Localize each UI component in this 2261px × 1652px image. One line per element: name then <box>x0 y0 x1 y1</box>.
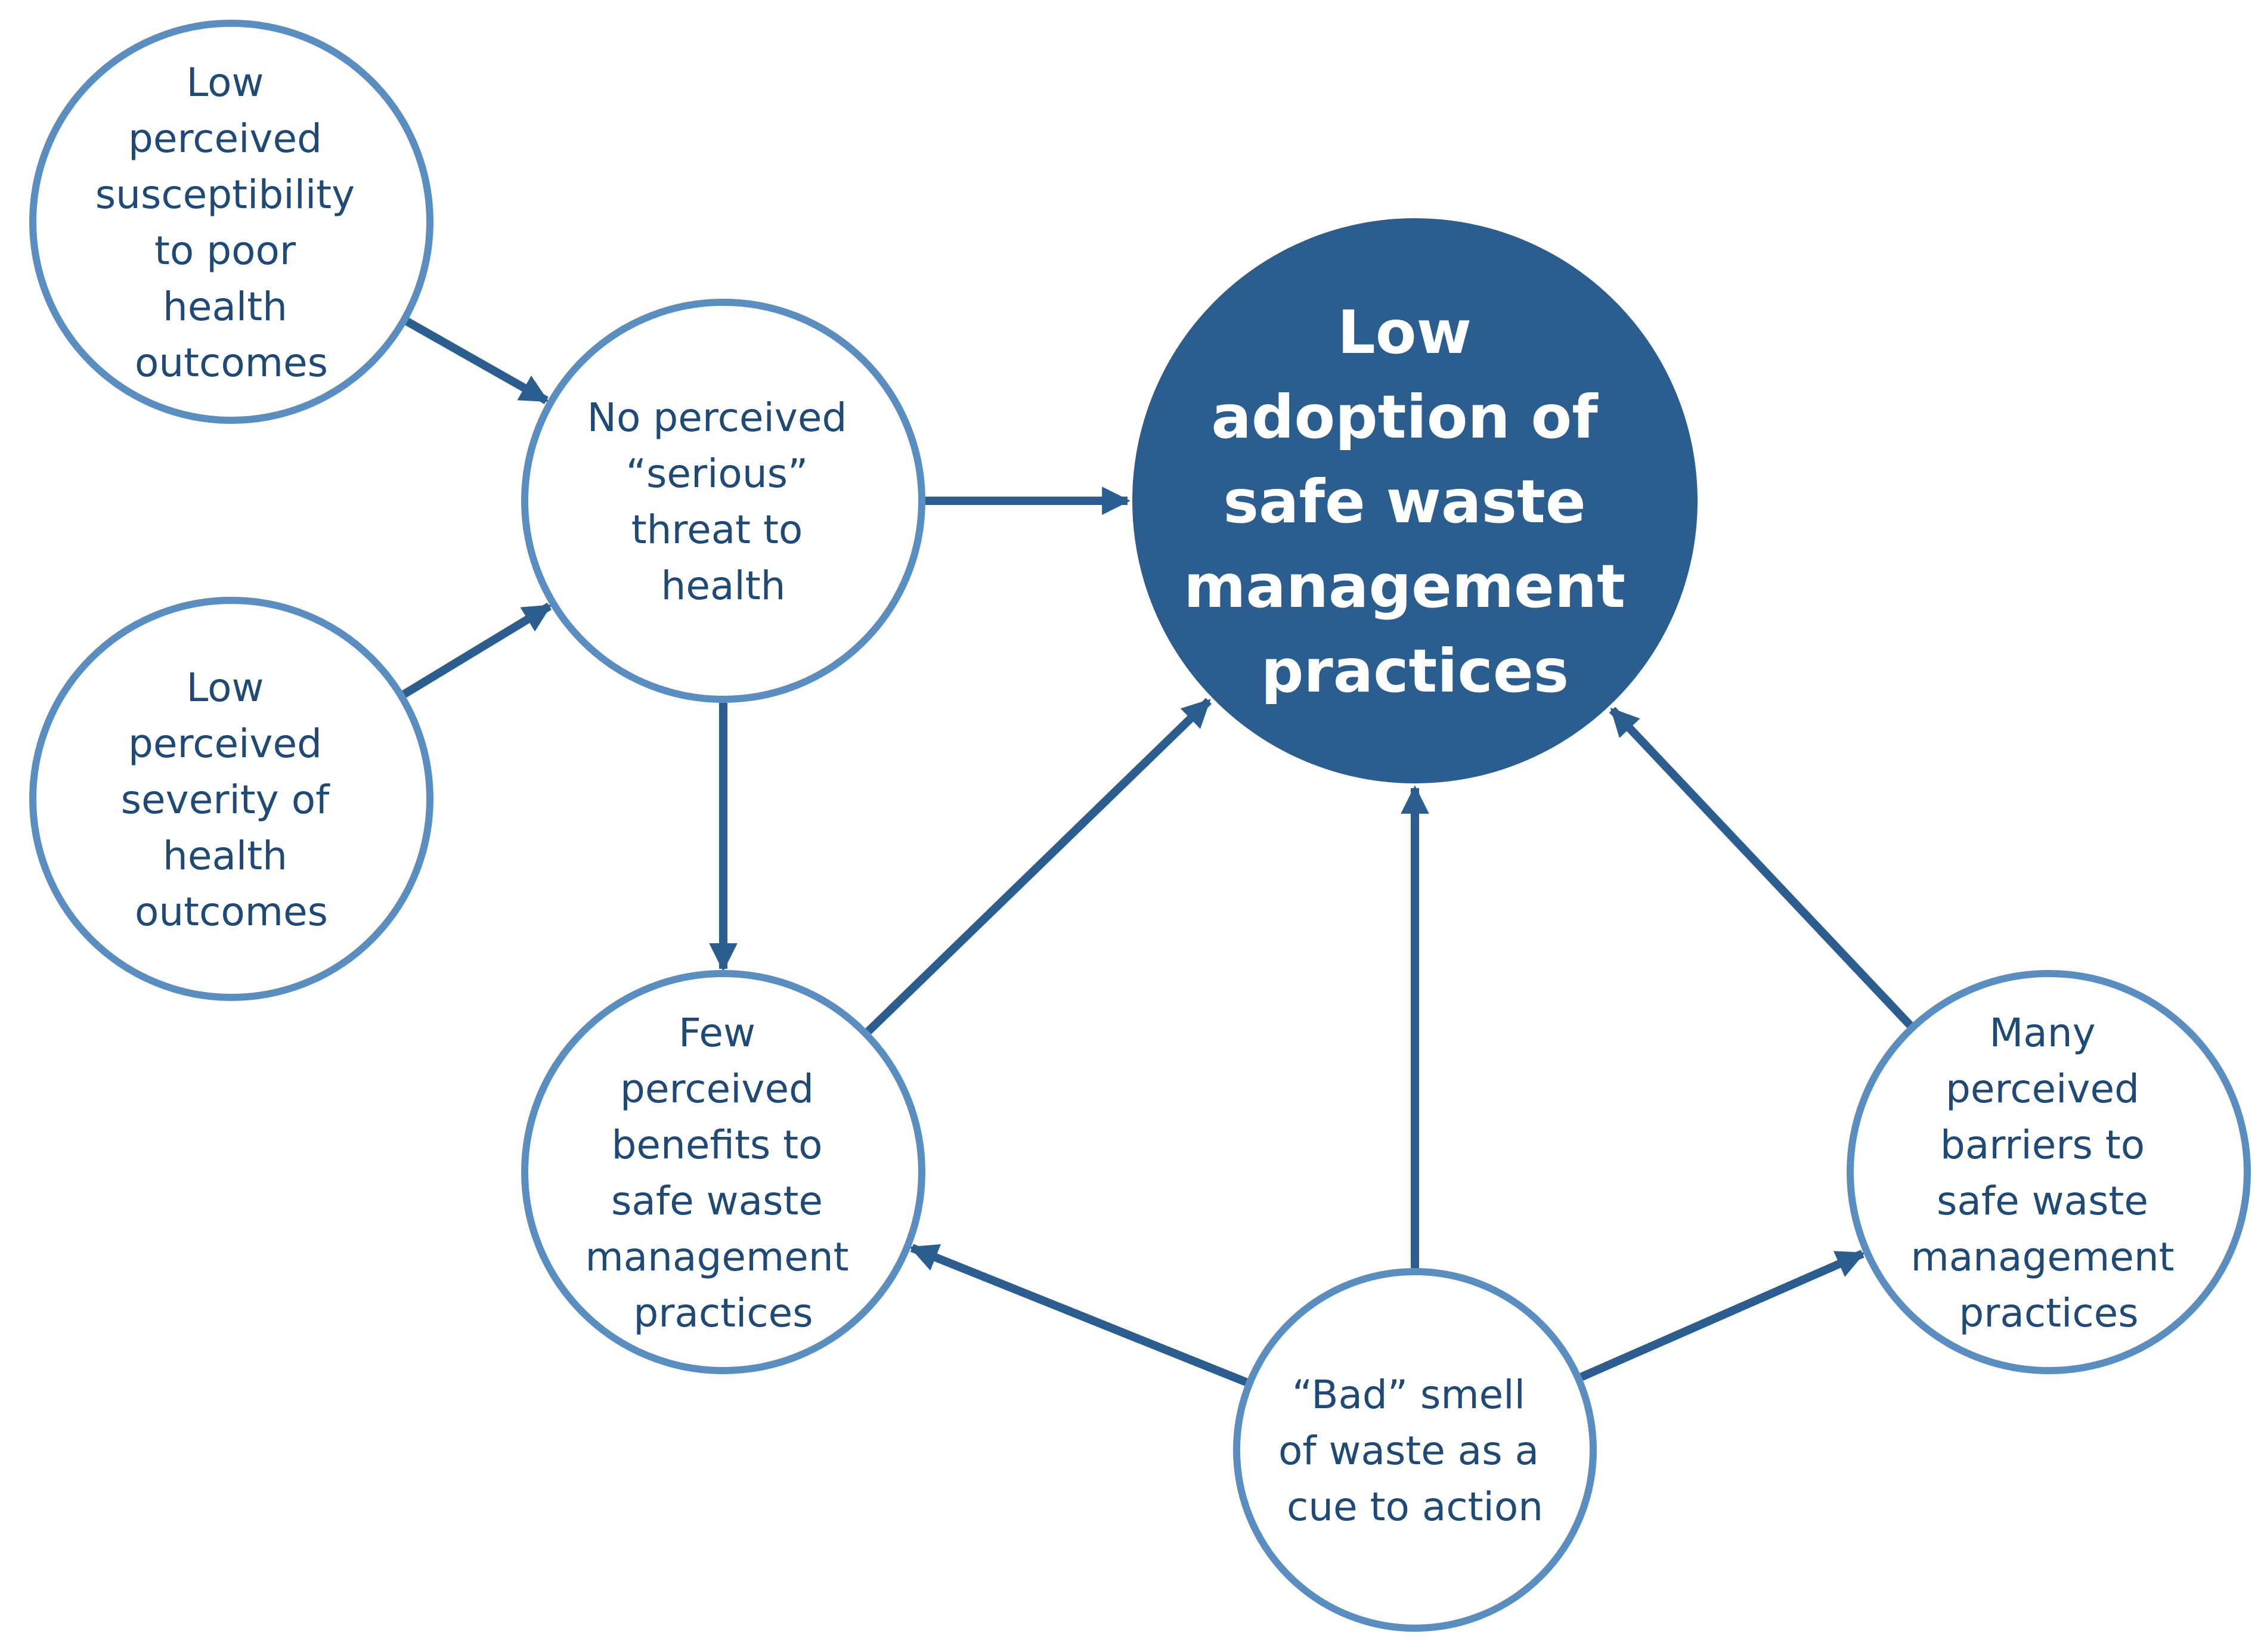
label-line: of waste as a <box>1278 1428 1539 1474</box>
label-line: management <box>1184 551 1625 621</box>
node-label-threat: No perceived “serious” threat to health <box>587 395 860 609</box>
label-line: cue to action <box>1287 1484 1543 1530</box>
label-line: outcomes <box>135 889 328 935</box>
edge-arrow-susceptibility-to-threat <box>405 318 549 404</box>
label-line: barriers to <box>1940 1122 2145 1168</box>
edge-arrow-benefits-to-adoption <box>865 698 1212 1034</box>
node-low-adoption-safe-waste: Low adoption of safe waste management pr… <box>1132 218 1698 783</box>
label-line: No perceived <box>587 395 847 441</box>
node-low-perceived-susceptibility: Low perceived susceptibility to poor hea… <box>29 20 433 424</box>
edges-layer <box>402 318 1913 1386</box>
edge-arrow-barriers-to-adoption <box>1609 706 1913 1028</box>
label-line: outcomes <box>135 340 328 386</box>
label-line: safe waste <box>1224 467 1586 537</box>
label-line: Few <box>679 1010 755 1056</box>
label-line: health <box>163 284 287 330</box>
label-line: Low <box>187 60 264 106</box>
edge-arrow-cue-to-benefits <box>909 1244 1248 1386</box>
label-line: perceived <box>1946 1066 2139 1112</box>
node-bad-smell-cue-to-action: “Bad” smell of waste as a cue to action <box>1233 1268 1597 1632</box>
node-label-severity: Low perceived severity of health outcome… <box>121 665 342 935</box>
label-line: perceived <box>128 721 322 767</box>
edge-arrow-severity-to-threat <box>402 602 552 698</box>
label-line: Many <box>1989 1010 2095 1056</box>
node-label-susceptibility: Low perceived susceptibility to poor hea… <box>95 60 367 386</box>
label-line: to poor <box>154 228 296 274</box>
label-line: management <box>1910 1234 2174 1280</box>
label-line: “Bad” smell <box>1292 1372 1525 1418</box>
edge-arrow-cue-to-barriers <box>1579 1250 1866 1381</box>
label-line: “serious” <box>626 451 808 497</box>
node-label-adoption: Low adoption of safe waste management pr… <box>1184 297 1646 706</box>
node-many-perceived-barriers: Many perceived barriers to safe waste ma… <box>1847 970 2251 1374</box>
node-label-benefits: Few perceived benefits to safe waste man… <box>585 1010 861 1336</box>
label-line: benefits to <box>612 1122 823 1168</box>
label-line: safe waste <box>611 1178 823 1224</box>
label-line: health <box>163 833 287 879</box>
label-line: practices <box>1959 1290 2138 1336</box>
label-line: health <box>661 563 786 609</box>
label-line: management <box>585 1234 848 1280</box>
label-line: severity of <box>121 777 330 823</box>
label-line: practices <box>1261 636 1569 706</box>
label-line: practices <box>633 1290 813 1336</box>
label-line: Low <box>1337 297 1472 367</box>
node-label-cue: “Bad” smell of waste as a cue to action <box>1278 1372 1551 1530</box>
label-line: perceived <box>620 1066 814 1112</box>
label-line: adoption of <box>1211 382 1599 452</box>
label-line: perceived <box>128 116 322 162</box>
node-few-perceived-benefits: Few perceived benefits to safe waste man… <box>521 970 925 1374</box>
node-label-barriers: Many perceived barriers to safe waste ma… <box>1910 1010 2186 1336</box>
label-line: susceptibility <box>95 172 355 218</box>
node-low-perceived-severity: Low perceived severity of health outcome… <box>29 597 433 1001</box>
label-line: safe waste <box>1937 1178 2148 1224</box>
label-line: Low <box>187 665 264 711</box>
label-line: threat to <box>631 507 803 553</box>
node-no-perceived-serious-threat: No perceived “serious” threat to health <box>521 299 925 703</box>
